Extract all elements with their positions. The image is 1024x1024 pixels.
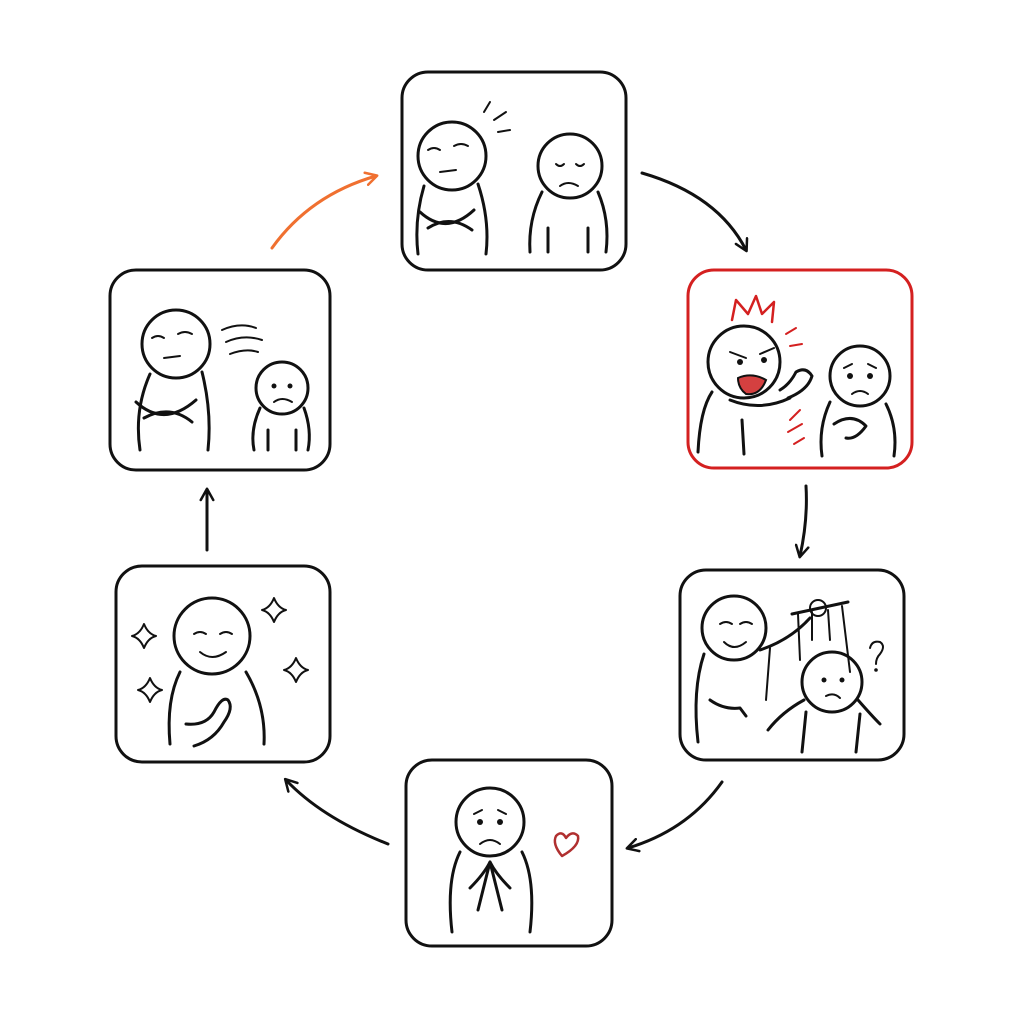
puppeteer-person-icon [694, 594, 812, 744]
panel-tension [400, 70, 628, 272]
panel-frame [114, 564, 332, 764]
anger-burst-icon [730, 294, 776, 324]
frightened-person-icon [819, 344, 897, 458]
arrow-rebuilding-to-tension [270, 171, 379, 250]
panel-frame [404, 758, 614, 948]
sparkle-icon [131, 597, 309, 703]
panel-explosion [686, 268, 914, 470]
panel-calm [114, 564, 332, 764]
confused-person-icon [766, 650, 882, 754]
tension-marks-icon [483, 101, 511, 133]
heart-icon [553, 832, 580, 858]
puppet-strings-icon [765, 599, 851, 701]
panel-frame [400, 70, 628, 272]
whoosh-marks-icon [221, 324, 263, 355]
content-person-icon [167, 596, 266, 748]
smug-person-icon [415, 120, 489, 256]
arrow-explosion-to-manipulation [794, 484, 810, 559]
panel-manipulation [678, 568, 906, 762]
arrow-reconciliation-to-calm [283, 777, 390, 846]
sad-person-icon [528, 132, 609, 254]
angry-person-icon [696, 324, 814, 456]
panel-frame-highlighted [686, 268, 914, 470]
pleading-person-icon [448, 786, 534, 934]
arrow-manipulation-to-reconciliation [625, 780, 724, 853]
arrow-tension-to-explosion [640, 171, 749, 253]
smug-person-icon [134, 308, 212, 452]
panel-rebuilding-tension [108, 268, 332, 472]
question-mark-icon [869, 640, 884, 665]
sad-person-icon [251, 360, 311, 452]
panel-frame [108, 268, 332, 472]
panel-frame [678, 568, 906, 762]
panel-reconciliation [404, 758, 614, 948]
